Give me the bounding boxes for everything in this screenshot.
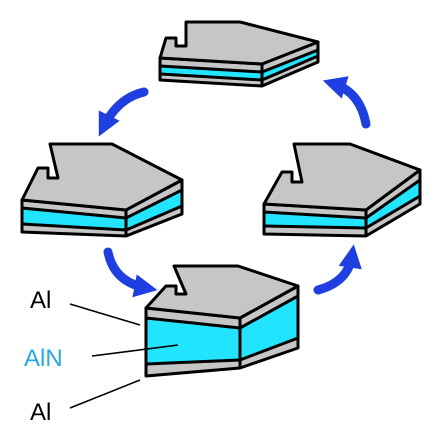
stack-block-bottom (144, 264, 300, 378)
leader-line-aln (91, 344, 179, 357)
stack-block-top (158, 20, 320, 88)
arrow-bottom-to-right (313, 244, 362, 295)
label-bottom-al: Al (30, 399, 51, 426)
arrow-left-to-bottom (103, 247, 158, 298)
label-aln: AlN (24, 345, 63, 372)
leader-line-top-al (69, 303, 141, 326)
stack-block-right (262, 142, 422, 238)
arrow-top-to-left (98, 87, 149, 137)
stack-block-left (20, 142, 184, 238)
label-top-al: Al (30, 287, 51, 314)
leader-line-bottom-al (69, 379, 141, 409)
arrow-right-to-top (322, 76, 371, 129)
